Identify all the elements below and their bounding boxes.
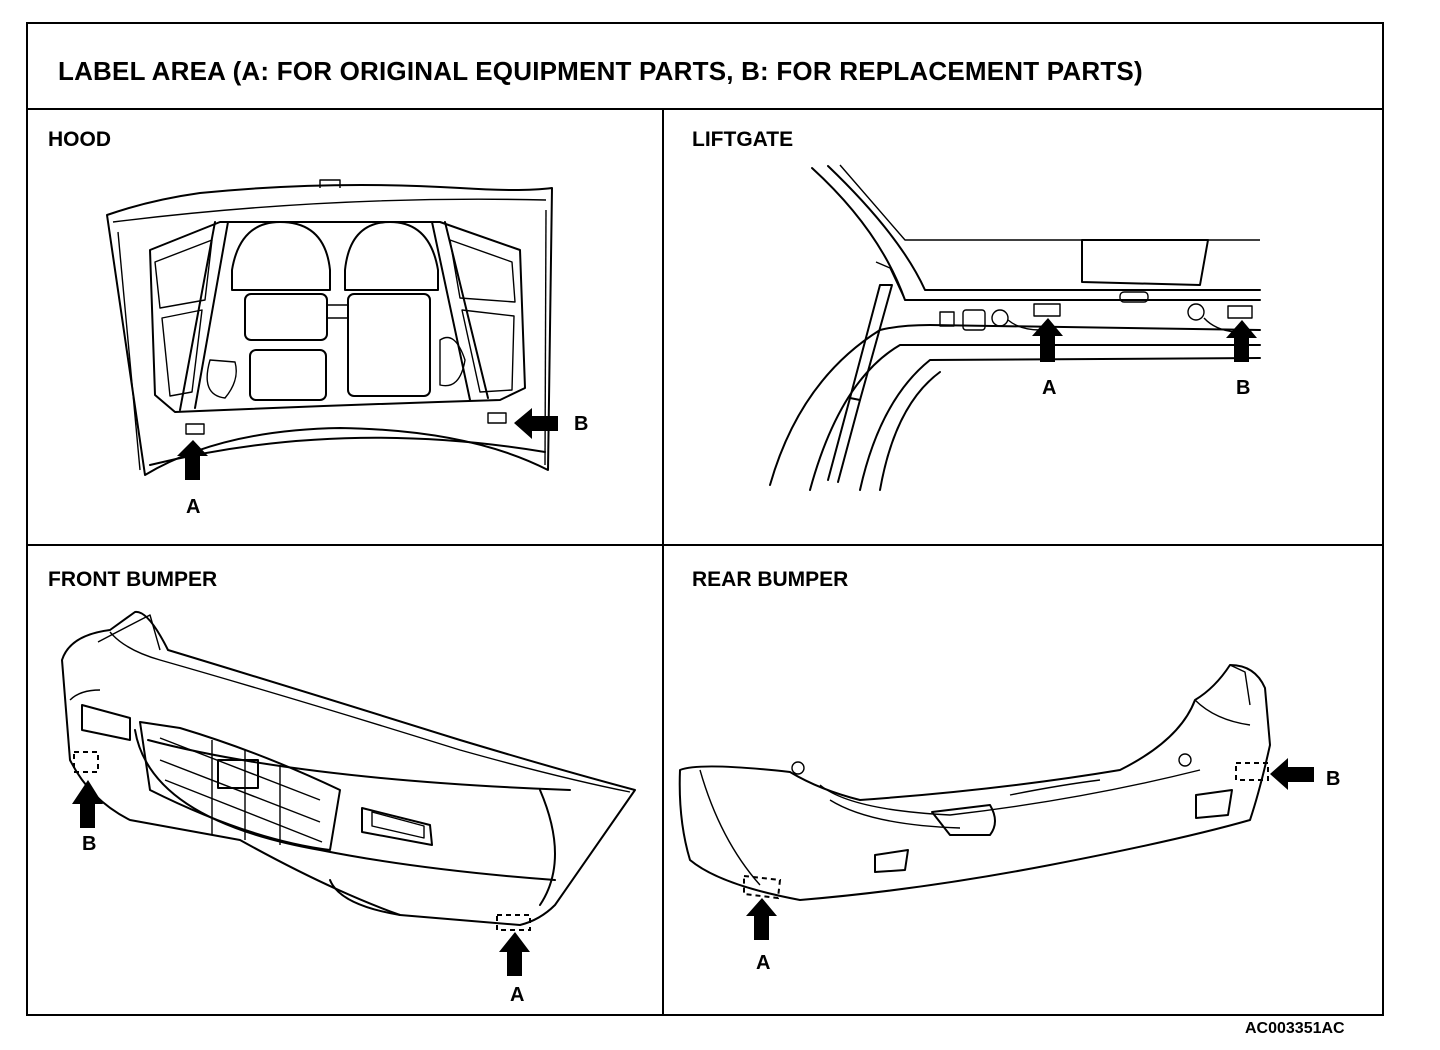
callout-b-hood: B bbox=[574, 413, 589, 435]
diagram-title: LABEL AREA (A: FOR ORIGINAL EQUIPMENT PA… bbox=[58, 56, 1143, 86]
horizontal-divider bbox=[28, 544, 1382, 546]
arrow-b-hood bbox=[514, 408, 558, 439]
panel-label-hood: HOOD bbox=[48, 128, 111, 151]
diagram-frame: LABEL AREA (A: FOR ORIGINAL EQUIPMENT PA… bbox=[26, 22, 1384, 1016]
callout-a-front-bumper: A bbox=[510, 984, 525, 1006]
liftgate-drawing bbox=[769, 164, 1261, 491]
document-code: AC003351AC bbox=[1245, 1020, 1345, 1037]
arrow-a-rear-bumper bbox=[746, 898, 777, 940]
arrow-b-front-bumper bbox=[72, 780, 103, 828]
vertical-divider bbox=[662, 110, 664, 1016]
rear-bumper-drawing bbox=[678, 664, 1314, 940]
callout-b-rear-bumper: B bbox=[1326, 768, 1341, 790]
panel-label-front-bumper: FRONT BUMPER bbox=[48, 568, 218, 591]
title-bar: LABEL AREA (A: FOR ORIGINAL EQUIPMENT PA… bbox=[28, 24, 1382, 110]
arrow-b-liftgate bbox=[1226, 320, 1257, 362]
callout-a-hood: A bbox=[186, 496, 201, 518]
arrow-b-rear-bumper bbox=[1270, 758, 1314, 790]
hood-drawing bbox=[106, 179, 558, 480]
arrow-a-front-bumper bbox=[499, 932, 530, 976]
panel-label-liftgate: LIFTGATE bbox=[692, 128, 794, 151]
arrow-a-hood bbox=[177, 440, 208, 480]
callout-a-rear-bumper: A bbox=[756, 952, 771, 974]
callout-b-liftgate: B bbox=[1236, 377, 1251, 399]
panel-label-rear-bumper: REAR BUMPER bbox=[692, 568, 849, 591]
arrow-a-liftgate bbox=[1032, 318, 1063, 362]
callout-a-liftgate: A bbox=[1042, 377, 1057, 399]
front-bumper-drawing bbox=[61, 610, 636, 976]
callout-b-front-bumper: B bbox=[82, 833, 97, 855]
